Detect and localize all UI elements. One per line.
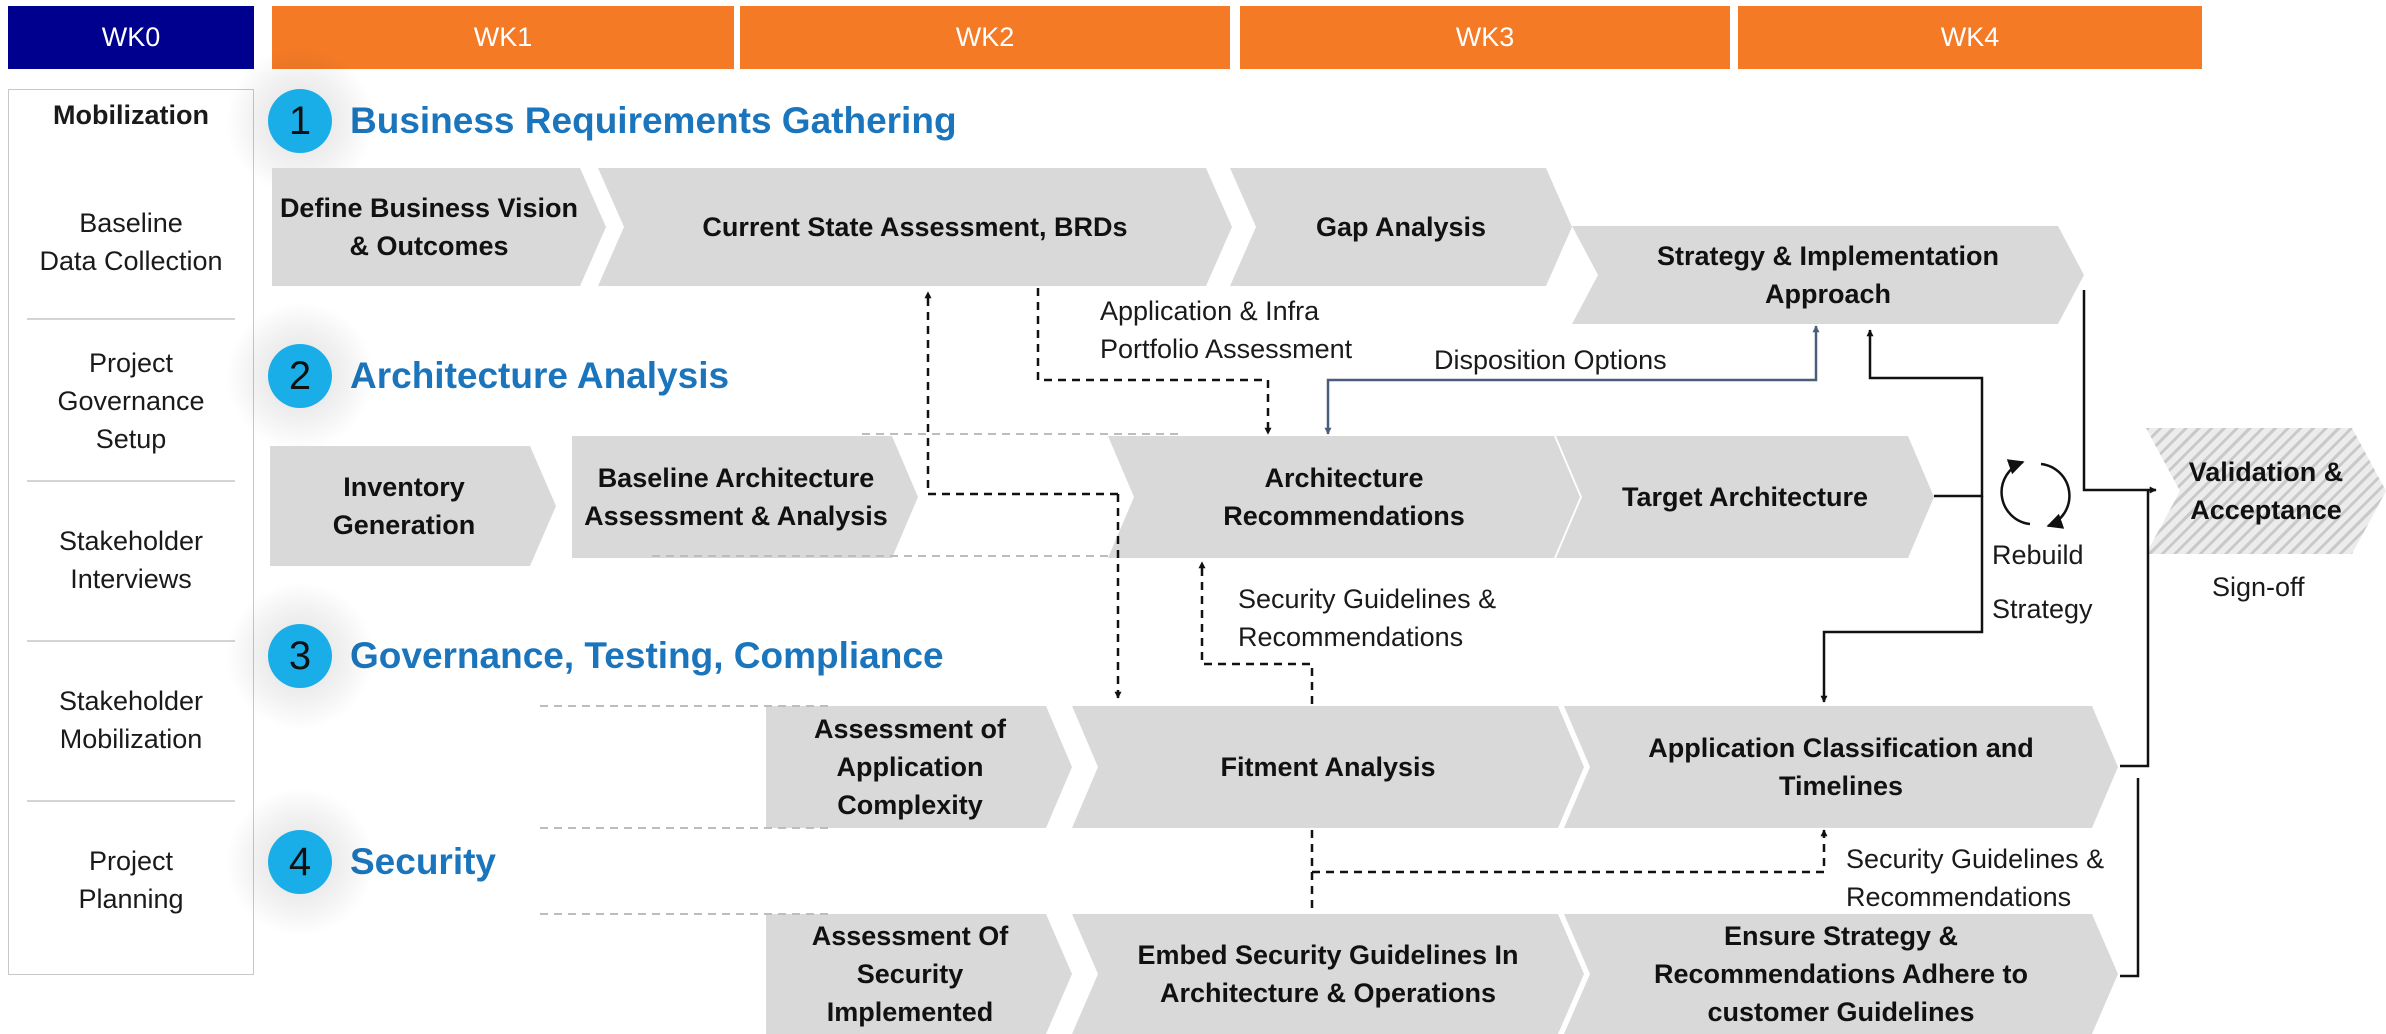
section-title: Security <box>350 841 497 882</box>
label-strategy: Strategy <box>1992 594 2093 624</box>
step-validation-acceptance: Validation & Acceptance <box>2146 428 2386 554</box>
section-number-badge: 4 <box>268 830 332 894</box>
section-number-badge: 3 <box>268 624 332 688</box>
week-header-wk0: WK0 <box>8 6 254 69</box>
week-header-wk1: WK1 <box>272 6 734 69</box>
label-sign-off: Sign-off <box>2212 572 2305 602</box>
week-header-wk2: WK2 <box>740 6 1230 69</box>
section-business-requirements: 1 Business Requirements Gathering <box>225 46 957 196</box>
step-application-classification: Application Classification and Timelines <box>1564 706 2118 828</box>
step-strategy-implementation: Strategy & Implementation Approach <box>1572 226 2084 324</box>
label-security-guidelines-upper: Security Guidelines & Recommendations <box>1238 584 1497 652</box>
sidebar-item-planning: Project Planning <box>78 846 184 914</box>
label-portfolio-assessment: Application & Infra Portfolio Assessment <box>1100 296 1353 364</box>
section-architecture-analysis: 2 Architecture Analysis <box>225 301 730 451</box>
sidebar-item-mobilization: Mobilization <box>53 100 209 130</box>
sidebar-divider <box>27 640 235 642</box>
sidebar-item-interviews: Stakeholder Interviews <box>58 526 204 594</box>
flow-classification-to-validation <box>2120 490 2150 768</box>
guide-lines <box>540 433 1180 915</box>
step-embed-security-guidelines: Embed Security Guidelines In Architectur… <box>1072 914 1584 1034</box>
flow-security-to-classification <box>1312 829 1828 874</box>
disposition-options-arrow <box>1324 325 1820 435</box>
flow-target-to-classification <box>1820 496 1984 703</box>
week-header-wk4: WK4 <box>1738 6 2202 69</box>
sidebar-item-baseline: Baseline Data Collection <box>39 208 223 276</box>
label-rebuild: Rebuild <box>1992 540 2084 570</box>
flow-target-to-strategy <box>1866 329 1984 498</box>
mobilization-sidebar: Mobilization Baseline Data Collection Pr… <box>8 89 254 975</box>
sidebar-item-stakeholder-mobilization: Stakeholder Mobilization <box>58 686 204 754</box>
week-header-wk3: WK3 <box>1240 6 1730 69</box>
section-number-badge: 1 <box>268 89 332 153</box>
step-assessment-application-complexity: Assessment of Application Complexity <box>766 706 1072 828</box>
flow-ensure-to-validation <box>2120 778 2140 978</box>
step-gap-analysis: Gap Analysis <box>1230 168 1572 286</box>
step-assessment-security: Assessment Of Security Implemented <box>766 914 1072 1034</box>
label-security-guidelines-lower: Security Guidelines & Recommendations <box>1846 844 2105 912</box>
flow-portfolio-to-recommendations <box>1036 288 1272 435</box>
refresh-cycle-icon <box>2000 459 2071 529</box>
label-disposition-options: Disposition Options <box>1434 345 1667 375</box>
step-current-state-assessment: Current State Assessment, BRDs <box>598 168 1232 286</box>
section-title: Business Requirements Gathering <box>350 100 957 141</box>
sidebar-divider <box>27 318 235 320</box>
step-inventory-generation: Inventory Generation <box>270 446 556 566</box>
section-number-badge: 2 <box>268 344 332 408</box>
flow-fitment-to-recommendations <box>1198 561 1314 704</box>
step-target-architecture: Target Architecture <box>1556 436 1934 558</box>
section-title: Architecture Analysis <box>350 355 730 396</box>
sidebar-item-governance: Project Governance Setup <box>57 348 205 454</box>
sidebar-divider <box>27 800 235 802</box>
section-security: 4 Security <box>225 787 497 937</box>
flow-strategy-to-validation <box>2082 290 2157 494</box>
step-architecture-recommendations: Architecture Recommendations <box>1108 436 1580 558</box>
step-baseline-architecture: Baseline Architecture Assessment & Analy… <box>572 436 918 558</box>
sidebar-divider <box>27 480 235 482</box>
step-ensure-strategy: Ensure Strategy & Recommendations Adhere… <box>1564 914 2118 1034</box>
step-fitment-analysis: Fitment Analysis <box>1072 706 1584 828</box>
step-define-business-vision: Define Business Vision & Outcomes <box>272 168 606 286</box>
section-governance: 3 Governance, Testing, Compliance <box>225 581 944 731</box>
section-title: Governance, Testing, Compliance <box>350 635 944 676</box>
flow-to-current-state <box>924 291 1118 496</box>
